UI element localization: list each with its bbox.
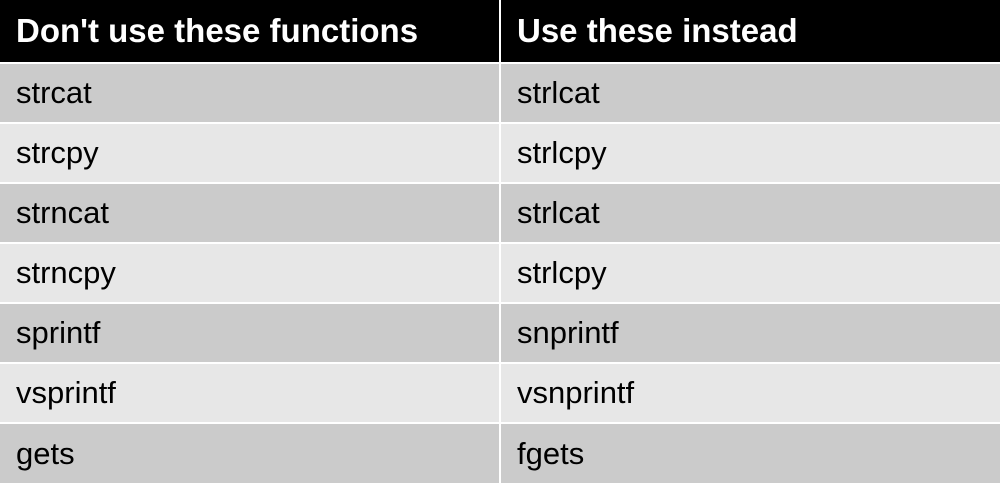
deprecated-function-cell: strcat (0, 62, 501, 123)
deprecated-function-cell: sprintf (0, 302, 501, 363)
replacement-function-cell: strlcpy (500, 122, 1000, 183)
deprecated-function-cell: strncat (0, 182, 501, 243)
deprecated-function-cell: gets (0, 422, 501, 483)
table-row: vsprintf vsnprintf (0, 362, 1000, 423)
deprecated-function-cell: strncpy (0, 242, 501, 303)
table-row: strncpy strlcpy (0, 242, 1000, 303)
deprecated-function-cell: strcpy (0, 122, 501, 183)
table-row: gets fgets (0, 422, 1000, 483)
replacement-function-cell: strlcat (500, 62, 1000, 123)
replacement-function-cell: snprintf (500, 302, 1000, 363)
header-dont-use: Don't use these functions (0, 0, 501, 63)
header-row: Don't use these functions Use these inst… (0, 0, 1000, 63)
header-use-instead: Use these instead (500, 0, 1000, 63)
table-row: sprintf snprintf (0, 302, 1000, 363)
table-row: strcat strlcat (0, 62, 1000, 123)
replacement-function-cell: fgets (500, 422, 1000, 483)
table-body: strcat strlcat strcpy strlcpy strncat st… (0, 62, 1000, 483)
replacement-function-cell: strlcpy (500, 242, 1000, 303)
table-row: strncat strlcat (0, 182, 1000, 243)
table-header: Don't use these functions Use these inst… (0, 0, 1000, 63)
replacement-function-cell: vsnprintf (500, 362, 1000, 423)
table-row: strcpy strlcpy (0, 122, 1000, 183)
replacement-function-cell: strlcat (500, 182, 1000, 243)
deprecated-function-cell: vsprintf (0, 362, 501, 423)
